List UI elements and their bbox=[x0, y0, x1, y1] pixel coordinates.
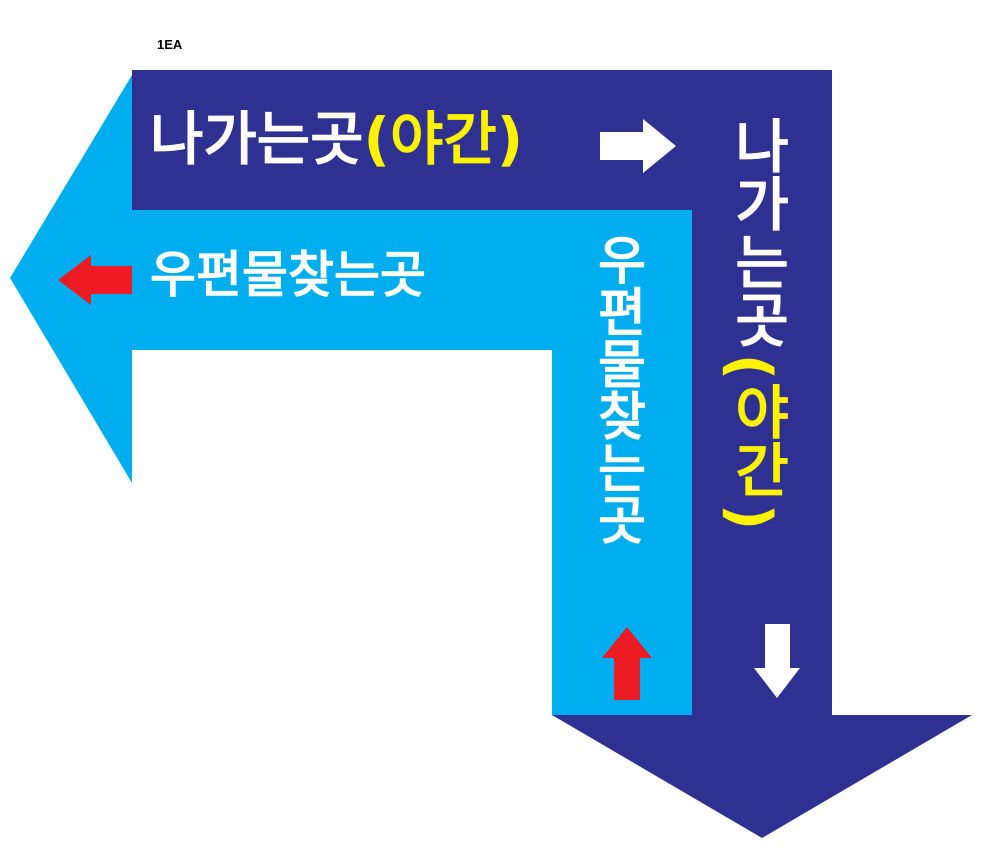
exit-vertical-char-2: 가 bbox=[735, 171, 789, 239]
exit-vertical-char-4: 곳 bbox=[735, 287, 789, 355]
mail-horizontal-label: 우편물찾는곳 bbox=[150, 246, 426, 304]
light-blue-arrow-band bbox=[10, 75, 692, 715]
exit-vertical-label: 나 가 는 곳 ( 야 간 ) bbox=[712, 118, 812, 534]
exit-horizontal-label: 나가는곳(야간) bbox=[150, 110, 523, 168]
exit-vertical-open-paren: ( bbox=[715, 353, 784, 381]
mail-vertical-char-2: 편 bbox=[598, 284, 646, 344]
dark-blue-arrow-band bbox=[132, 70, 972, 838]
mail-vertical-label: 우 편 물 찾 는 곳 bbox=[572, 236, 672, 548]
exit-night: (야간) bbox=[363, 105, 524, 173]
mail-vertical-char-1: 우 bbox=[598, 232, 646, 292]
exit-word: 나가는곳 bbox=[150, 105, 364, 173]
quantity-label: 1EA bbox=[157, 37, 183, 52]
mail-vertical-char-6: 곳 bbox=[598, 492, 646, 552]
red-up-arrow-icon bbox=[602, 627, 652, 700]
mail-vertical-char-4: 찾 bbox=[598, 388, 646, 448]
exit-vertical-char-1: 나 bbox=[735, 113, 789, 181]
mail-vertical-char-5: 는 bbox=[598, 440, 646, 500]
white-right-arrow-icon bbox=[600, 119, 676, 173]
mail-vertical-char-3: 물 bbox=[598, 336, 646, 396]
exit-vertical-night-char-2: 간 bbox=[735, 437, 789, 505]
white-down-arrow-icon bbox=[754, 624, 800, 698]
exit-vertical-close-paren: ) bbox=[715, 503, 784, 531]
exit-vertical-night-char-1: 야 bbox=[735, 379, 789, 447]
exit-vertical-char-3: 는 bbox=[735, 229, 789, 297]
red-left-arrow-icon bbox=[58, 255, 132, 305]
